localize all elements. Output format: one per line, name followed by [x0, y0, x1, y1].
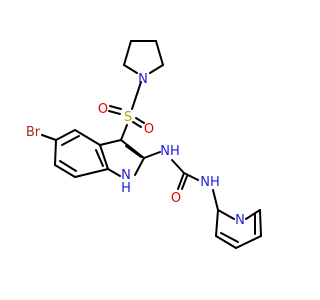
- atom-label-bromine: Br: [26, 125, 41, 140]
- bond: [55, 129, 76, 141]
- bond: [59, 160, 77, 172]
- atom-label-urea-oxygen: O: [171, 191, 181, 206]
- atom-label-urea-nh-2: NH: [200, 175, 220, 190]
- bond: [125, 145, 142, 158]
- atom-label-urea-nh-1: NH: [160, 144, 180, 159]
- bond: [131, 81, 142, 110]
- bond: [108, 110, 121, 115]
- bond: [74, 129, 101, 146]
- bond: [74, 168, 109, 178]
- bond: [99, 139, 122, 146]
- bond: [215, 209, 219, 237]
- bond: [155, 40, 164, 66]
- bond: [134, 157, 145, 176]
- bond: [61, 135, 80, 146]
- atom-labels: N O S O Br NH N H O NH N: [26, 72, 245, 228]
- bond: [235, 235, 262, 249]
- bond: [123, 64, 138, 74]
- atom-label-indole-n: N: [121, 168, 131, 183]
- bond: [132, 121, 142, 128]
- bond: [54, 139, 57, 166]
- bond: [149, 64, 164, 74]
- bond: [135, 117, 145, 124]
- bond: [120, 124, 128, 141]
- bond: [220, 232, 239, 243]
- atom-label-pyrrolidine-n: N: [138, 72, 148, 87]
- bond: [181, 175, 188, 190]
- bond: [123, 40, 132, 66]
- bond: [212, 189, 219, 211]
- bond: [107, 168, 121, 177]
- bond: [143, 151, 161, 159]
- bond: [95, 149, 104, 167]
- bond: [54, 164, 76, 178]
- atom-label-pyridine-n: N: [235, 213, 245, 228]
- atom-label-indole-h: H: [121, 181, 131, 196]
- molecule-structure: N O S O Br NH N H O NH N: [26, 40, 262, 249]
- bond: [109, 105, 122, 110]
- bond: [215, 235, 237, 249]
- atom-label-oxygen-bottom: O: [144, 122, 154, 137]
- bond: [177, 172, 185, 190]
- bonds: [41, 40, 262, 249]
- bond: [217, 209, 235, 220]
- bond: [120, 139, 145, 159]
- atom-label-oxygen-top: O: [98, 102, 108, 117]
- bond: [259, 209, 262, 237]
- atom-label-sulfur: S: [124, 110, 132, 125]
- bond: [183, 172, 199, 181]
- bond: [245, 209, 261, 220]
- bond: [99, 144, 109, 170]
- bond: [171, 159, 185, 174]
- bond: [41, 134, 57, 141]
